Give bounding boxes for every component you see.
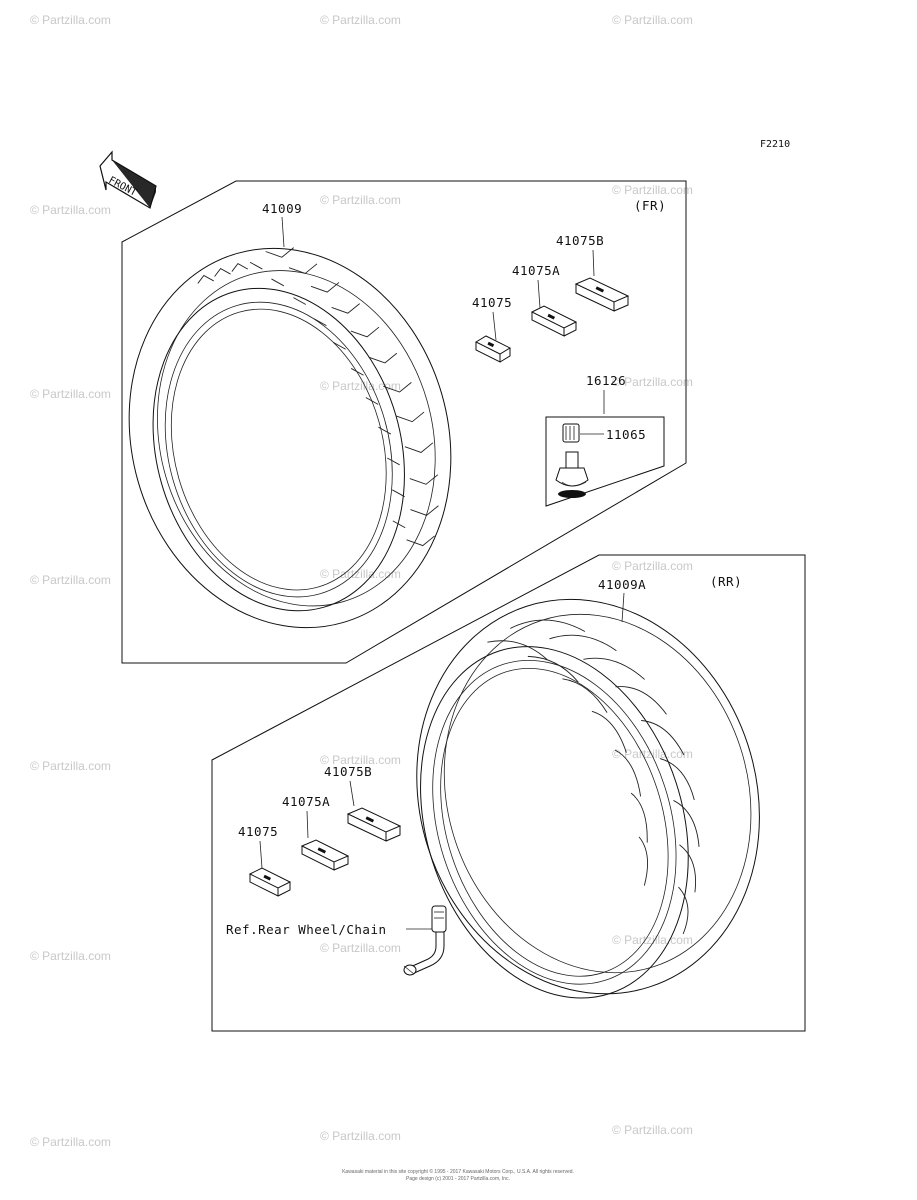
rear-section: (RR) 41009A 41075 41075A — [211, 554, 806, 1032]
front-valve-kit: 16126 11065 — [545, 373, 665, 507]
watermark: © Partzilla.com — [30, 387, 111, 401]
watermark: © Partzilla.com — [612, 933, 693, 947]
watermark: © Partzilla.com — [30, 759, 111, 773]
watermark: © Partzilla.com — [612, 183, 693, 197]
watermark: © Partzilla.com — [30, 573, 111, 587]
rear-reference-note: Ref.Rear Wheel/Chain — [226, 922, 387, 937]
rear-balance-weight-41075: 41075 — [238, 824, 292, 897]
watermark: © Partzilla.com — [320, 567, 401, 581]
front-balance-weight-41075: 41075 — [472, 295, 512, 363]
valve-kit-box — [545, 416, 665, 507]
rear-balance-weight-41075B: 41075B — [324, 764, 402, 842]
front-balance-weight-41075B: 41075B — [556, 233, 630, 312]
watermark: © Partzilla.com — [320, 193, 401, 207]
rear-valve-reference: Ref.Rear Wheel/Chain — [226, 905, 447, 976]
watermark: © Partzilla.com — [612, 13, 693, 27]
front-section-frame — [121, 180, 687, 664]
watermark: © Partzilla.com — [320, 379, 401, 393]
front-tire-part-number: 41009 — [262, 201, 302, 216]
watermark: © Partzilla.com — [30, 203, 111, 217]
rear-tire: 41009A — [416, 577, 760, 999]
valve-cap-icon — [562, 423, 580, 443]
rear-weight-label-41075A: 41075A — [282, 794, 330, 809]
footer-line: Page design (c) 2001 - 2017 Partzilla.co… — [406, 1176, 510, 1182]
watermark: © Partzilla.com — [320, 1129, 401, 1143]
front-balance-weight-41075A: 41075A — [512, 263, 578, 337]
front-weight-label-41075A: 41075A — [512, 263, 560, 278]
watermark: © Partzilla.com — [320, 941, 401, 955]
watermark-layer: © Partzilla.com © Partzilla.com © Partzi… — [30, 13, 693, 1149]
front-weight-label-41075: 41075 — [472, 295, 512, 310]
valve-kit-part-number: 16126 — [586, 373, 626, 388]
rear-section-tag: (RR) — [710, 574, 742, 589]
watermark: © Partzilla.com — [612, 747, 693, 761]
watermark: © Partzilla.com — [30, 13, 111, 27]
rear-weight-label-41075: 41075 — [238, 824, 278, 839]
watermark: © Partzilla.com — [612, 559, 693, 573]
front-section: (FR) 41009 41075 41075 — [121, 180, 687, 664]
front-weight-label-41075B: 41075B — [556, 233, 604, 248]
rear-tire-part-number: 41009A — [598, 577, 646, 592]
watermark: © Partzilla.com — [320, 13, 401, 27]
watermark: © Partzilla.com — [30, 949, 111, 963]
front-tire: 41009 — [128, 201, 452, 629]
watermark: © Partzilla.com — [612, 1123, 693, 1137]
watermark: © Partzilla.com — [612, 375, 693, 389]
rear-weight-label-41075B: 41075B — [324, 764, 372, 779]
rear-section-frame — [211, 554, 806, 1032]
watermark: © Partzilla.com — [30, 1135, 111, 1149]
rear-balance-weight-41075A: 41075A — [282, 794, 350, 871]
valve-cap-part-number: 11065 — [606, 427, 646, 442]
watermark: © Partzilla.com — [320, 753, 401, 767]
copyright-footer: Kawasaki material in this site copyright… — [342, 1168, 574, 1182]
angled-valve-icon — [403, 905, 447, 976]
footer-line: Kawasaki material in this site copyright… — [342, 1168, 574, 1175]
front-section-tag: (FR) — [634, 198, 666, 213]
valve-stem-icon — [555, 451, 589, 498]
figure-code: F2210 — [760, 139, 790, 150]
front-direction-arrow: FRONT — [99, 150, 157, 209]
